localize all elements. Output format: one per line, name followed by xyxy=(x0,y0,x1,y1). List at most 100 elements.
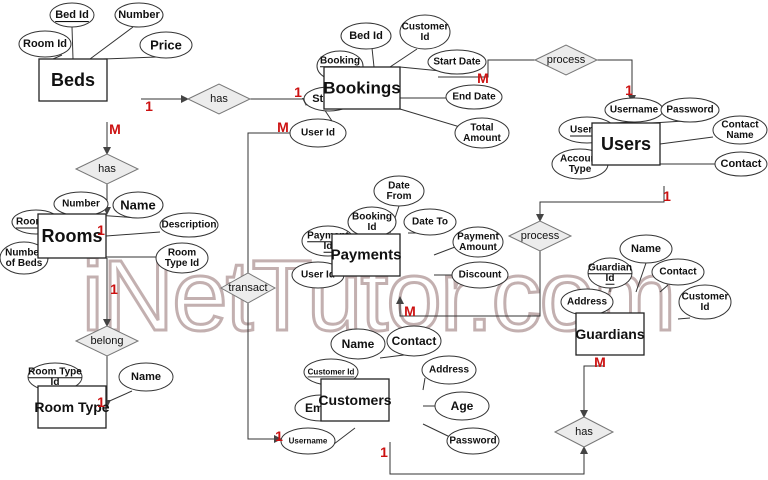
relationship-belong: belong xyxy=(74,325,140,357)
attribute-ellipse xyxy=(445,84,503,110)
attribute-label-line-2: Id xyxy=(51,377,60,388)
attribute-label-line-1: Booking xyxy=(352,211,392,222)
attribute-g-name: Name xyxy=(619,234,673,264)
attribute-p-date-to: Date To xyxy=(403,208,457,236)
attribute-label-line-2: Id xyxy=(324,241,333,252)
attribute-bk-user-id: User Id xyxy=(289,118,347,148)
attribute-label: Contact xyxy=(392,334,437,348)
attribute-bk-end-date: End Date xyxy=(445,84,503,110)
entity-label: Beds xyxy=(51,70,95,90)
connector-line xyxy=(105,231,161,237)
entity-box xyxy=(38,58,108,102)
entity-beds: Beds xyxy=(38,58,108,102)
attribute-ellipse xyxy=(619,234,673,264)
attribute-ellipse xyxy=(114,2,164,28)
attribute-bed-number: Number xyxy=(114,2,164,28)
attribute-ellipse xyxy=(714,151,768,177)
attribute-label: Bed Id xyxy=(55,9,89,21)
entity-box xyxy=(37,213,107,259)
attribute-bk-bed-id: Bed Id xyxy=(340,22,392,50)
attribute-ellipse xyxy=(403,208,457,236)
attribute-ellipse xyxy=(587,257,633,289)
attribute-label: Price xyxy=(150,38,182,53)
attribute-label: Number xyxy=(62,199,100,210)
connector-line xyxy=(422,423,453,439)
attribute-label-line-1: Customer xyxy=(402,21,449,32)
attribute-label: Description xyxy=(161,220,216,231)
attribute-label-line-2: Type Id xyxy=(165,258,199,269)
connector-line xyxy=(89,26,134,60)
relationship-has-beds-bookings: has xyxy=(186,83,252,115)
attribute-bed-room-id: Room Id xyxy=(18,30,72,58)
attribute-g-address: Address xyxy=(560,288,614,316)
attribute-label: Password xyxy=(666,105,713,116)
entity-label: Room Type xyxy=(34,399,109,415)
connector-line xyxy=(433,246,456,256)
attribute-label-line-1: Payment xyxy=(457,231,499,242)
attribute-c-contact: Contact xyxy=(386,325,442,357)
connector-line xyxy=(71,26,74,60)
cardinality-bookings-transact-m: M xyxy=(277,119,289,135)
attribute-u-password: Password xyxy=(660,97,720,123)
attribute-label: Customer Id xyxy=(308,368,355,377)
entity-box xyxy=(320,378,390,422)
attribute-label-line-1: Contact xyxy=(721,119,759,130)
cardinality-payments-process-m: M xyxy=(404,303,416,319)
relationship-connector xyxy=(580,365,604,418)
entity-guardians: Guardians xyxy=(575,312,645,356)
attribute-label: Name xyxy=(120,198,155,213)
entity-room-type: Room Type xyxy=(34,385,110,429)
relationship-connector xyxy=(389,442,588,475)
attribute-label-line-1: Account xyxy=(560,153,601,164)
attribute-c-age: Age xyxy=(434,391,490,421)
attribute-r-description: Description xyxy=(159,212,219,238)
attribute-label-line-2: Type xyxy=(569,164,592,175)
relationship-label: process xyxy=(547,54,586,66)
cardinality-rooms-belong-1: 1 xyxy=(110,281,118,297)
attribute-label-line-2: Id xyxy=(606,273,615,284)
attribute-ellipse xyxy=(452,226,504,258)
attribute-label-line-2: Amount xyxy=(463,133,501,144)
attribute-ellipse xyxy=(660,97,720,123)
relationship-connector xyxy=(597,59,636,103)
attribute-label-line-1: Booking xyxy=(320,55,360,66)
relationship-process-users-payments: process xyxy=(507,220,573,252)
attribute-ellipse xyxy=(118,362,174,392)
entity-payments: Payments xyxy=(331,233,402,277)
attribute-label: Date To xyxy=(412,217,448,228)
relationship-diamond xyxy=(186,83,252,115)
attribute-c-address: Address xyxy=(421,355,477,385)
relationship-has-beds-rooms: has xyxy=(74,153,140,185)
attribute-label-line-2: Amount xyxy=(459,242,497,253)
entity-label: Rooms xyxy=(41,226,102,246)
connector-line xyxy=(52,54,63,60)
attribute-ellipse xyxy=(289,118,347,148)
cardinality-users-payments-1: 1 xyxy=(663,188,671,204)
attribute-label: Name xyxy=(131,371,161,383)
connector-line xyxy=(677,317,691,320)
attribute-label: User Id xyxy=(301,270,335,281)
attribute-ellipse xyxy=(386,325,442,357)
attribute-ellipse xyxy=(139,31,193,59)
attribute-p-discount: Discount xyxy=(451,261,509,289)
attribute-label-line-2: Id xyxy=(368,222,377,233)
attribute-label-line-1: Room xyxy=(168,247,196,258)
cardinality-users-process-1: 1 xyxy=(625,82,633,98)
entity-label: Payments xyxy=(331,247,402,264)
entity-label: Bookings xyxy=(323,79,400,98)
attribute-label: Address xyxy=(567,297,607,308)
attribute-label: Address xyxy=(429,365,469,376)
attribute-label-line-2: Name xyxy=(726,130,754,141)
attribute-ellipse xyxy=(373,175,425,207)
attribute-label-line-1: Guardian xyxy=(588,262,632,273)
attribute-ellipse xyxy=(155,242,209,274)
relationship-diamond xyxy=(74,325,140,357)
